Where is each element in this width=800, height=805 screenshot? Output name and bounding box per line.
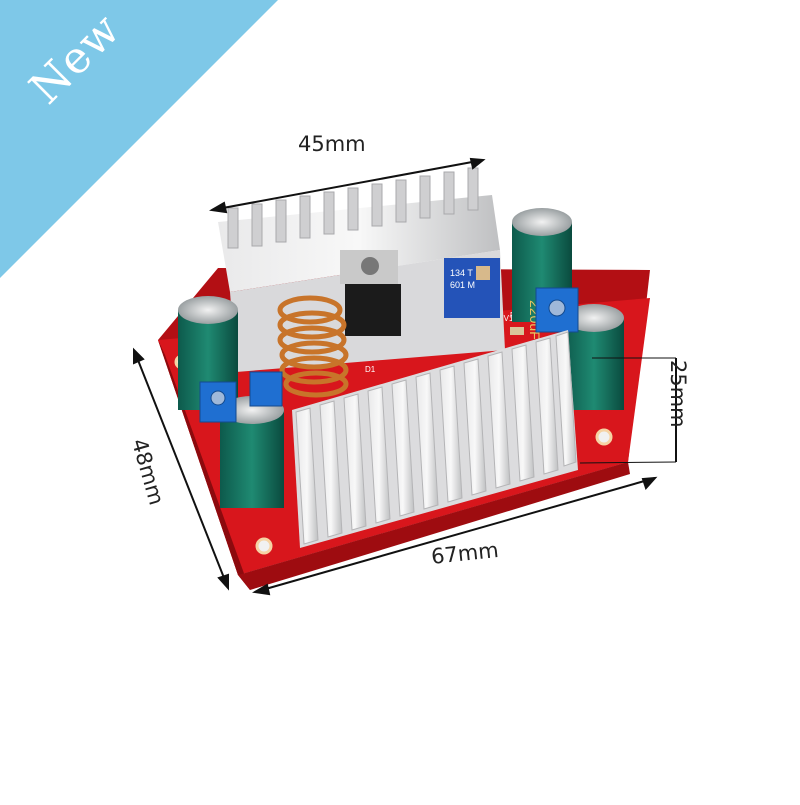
dimension-lines [133,157,677,596]
svg-text:D1: D1 [365,365,376,374]
dimension-height-label: 25mm [666,360,690,428]
svg-text:RV1: RV1 [498,314,514,323]
potentiometer: 134 T 601 M [444,258,500,318]
svg-text:601 M: 601 M [450,280,475,290]
new-badge [0,0,278,278]
svg-text:134 T: 134 T [450,268,473,278]
inductor-coil [277,295,349,398]
mosfet-component [340,250,401,336]
capacitor-front-right [564,304,624,410]
terminal-blocks [199,287,579,423]
front-heatsink [292,330,578,548]
dimension-width-label: 45mm [298,132,366,156]
